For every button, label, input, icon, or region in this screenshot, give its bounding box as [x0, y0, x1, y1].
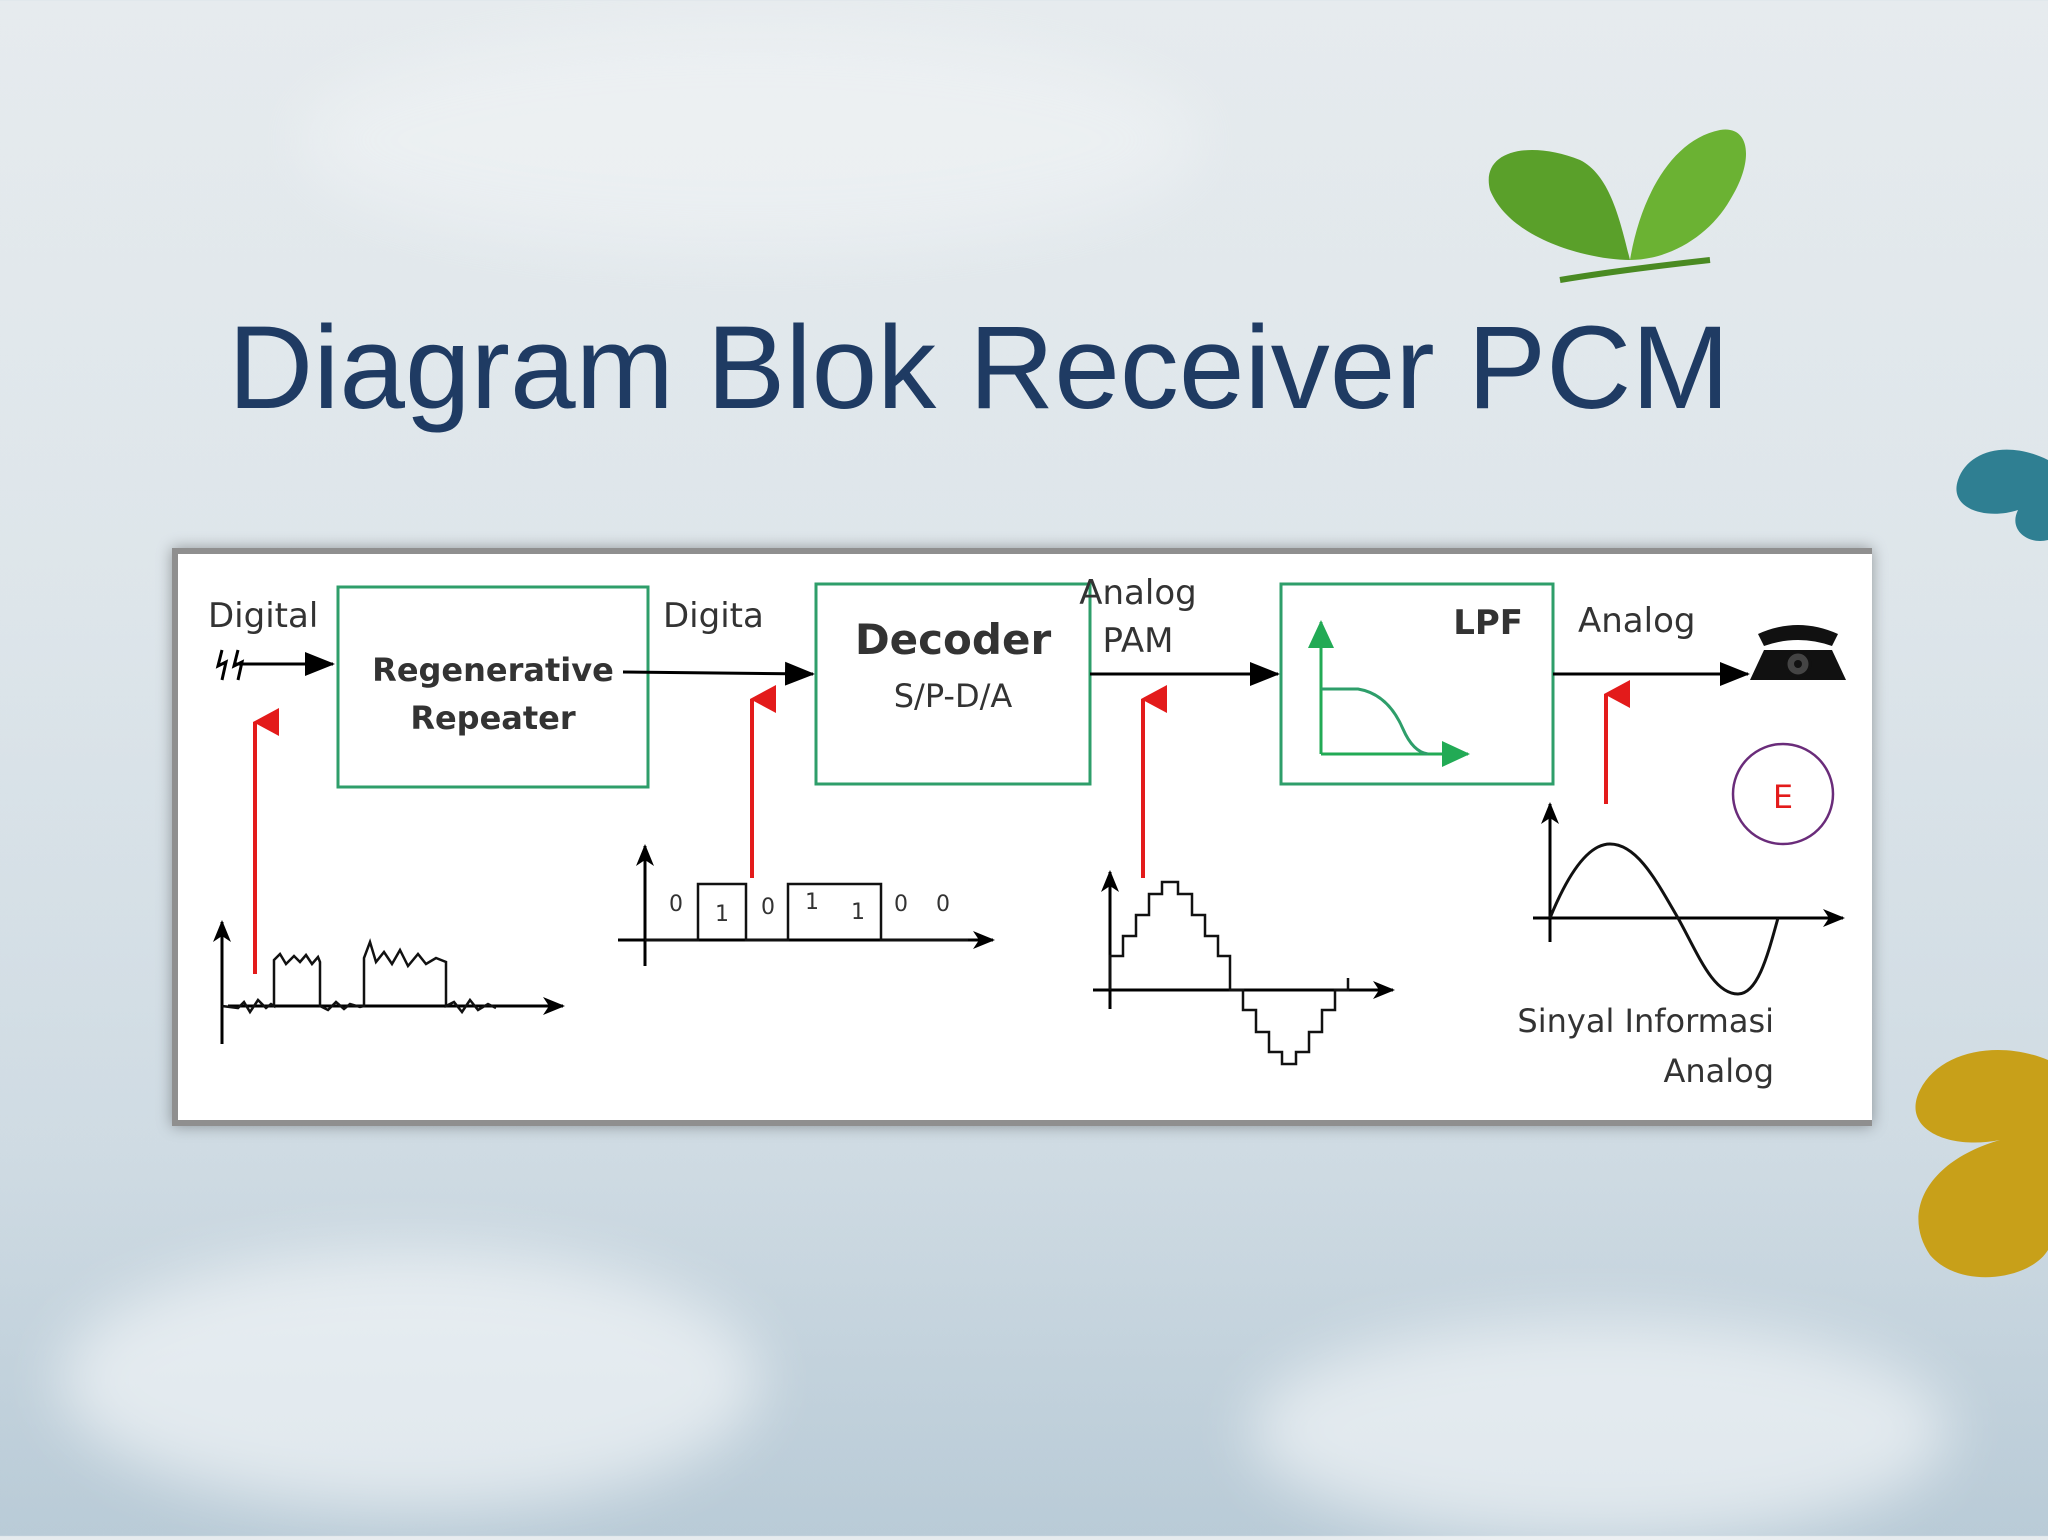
- decoder-output-label-line1: Analog: [1079, 573, 1196, 613]
- info-signal-label-line2: Analog: [1663, 1052, 1774, 1090]
- pam-staircase-waveform: [1093, 870, 1395, 1066]
- lpf-block: [1279, 582, 1555, 786]
- bit-label: 0: [894, 892, 908, 917]
- decoder-block: [814, 582, 1092, 786]
- noisy-digital-waveform: [213, 920, 565, 1044]
- lpf-output-label: Analog: [1578, 601, 1695, 641]
- bit-label: 0: [669, 892, 683, 917]
- bit-label: 0: [936, 892, 950, 917]
- bit-label: 1: [805, 890, 819, 915]
- input-label: Digital: [208, 596, 318, 636]
- bit-label: 1: [715, 902, 729, 927]
- green-butterfly-icon: [1488, 129, 1747, 283]
- decoder-output-label-line2: PAM: [1103, 621, 1174, 661]
- background-cloud: [60, 1250, 760, 1510]
- bit-label: 0: [761, 895, 775, 920]
- block-diagram-svg: Digital Regenerative Repeater Digita Dec…: [208, 573, 1846, 1090]
- decoder-title: Decoder: [855, 615, 1052, 664]
- lpf-title: LPF: [1453, 603, 1523, 643]
- repeater-output-arrow: [622, 661, 815, 686]
- repeater-label-line2: Repeater: [410, 699, 576, 737]
- info-signal-label-line1: Sinyal Informasi: [1517, 1002, 1774, 1040]
- background-cloud: [1250, 1320, 1950, 1540]
- regenerated-digital-waveform: [618, 844, 995, 966]
- telephone-icon: [1750, 625, 1846, 680]
- yellow-butterfly-icon: [1915, 1050, 2048, 1278]
- repeater-label-line1: Regenerative: [372, 651, 614, 689]
- repeater-output-label: Digita: [663, 596, 764, 636]
- analog-sine-waveform: [1533, 802, 1845, 996]
- slide-title: Diagram Blok Receiver PCM: [228, 302, 1730, 434]
- circle-mark-letter: E: [1773, 778, 1793, 816]
- decoder-subtitle: S/P-D/A: [894, 677, 1013, 715]
- regenerative-repeater-block: [336, 585, 650, 789]
- lpf-response-curve: [1321, 687, 1429, 756]
- blue-butterfly-icon: [1956, 449, 2048, 541]
- block-diagram: Digital Regenerative Repeater Digita Dec…: [178, 554, 1872, 1120]
- circle-mark: [1731, 742, 1835, 846]
- bit-label: 1: [851, 900, 865, 925]
- background-cloud: [300, 30, 1200, 250]
